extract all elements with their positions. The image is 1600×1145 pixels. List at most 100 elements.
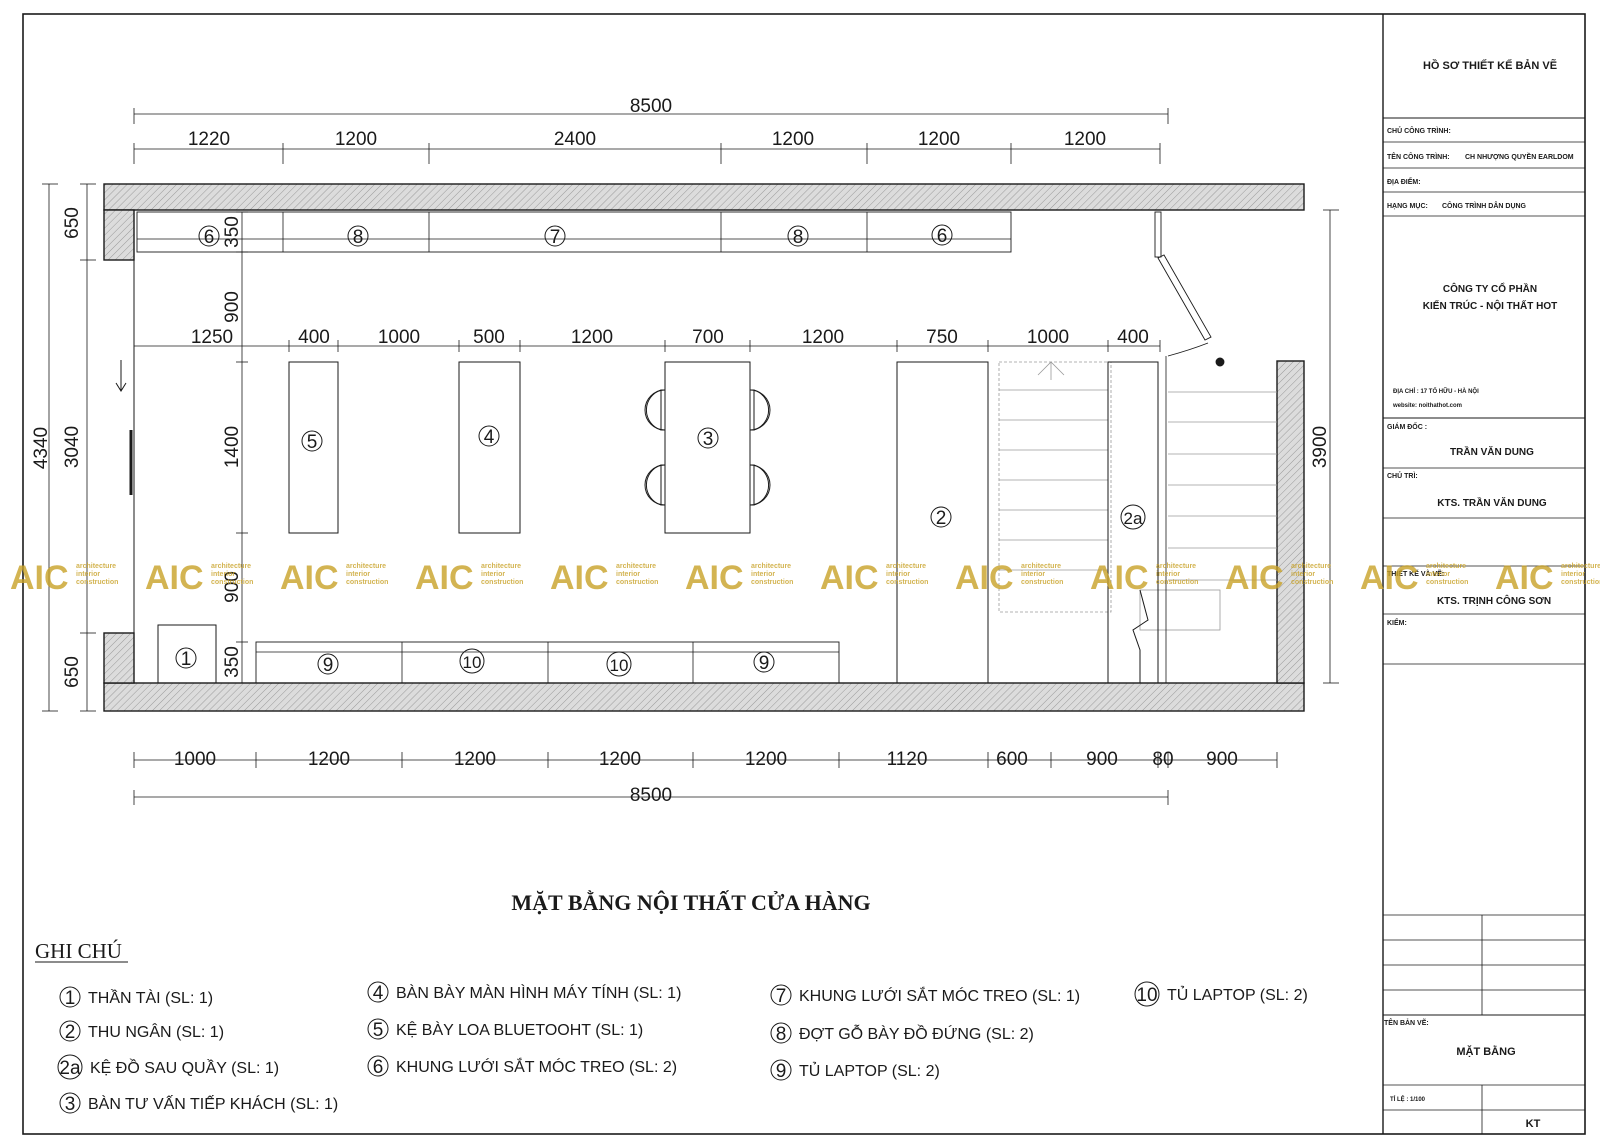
tag-center-4: 2 [930, 506, 952, 529]
dim-left-inner-3: 1400 [222, 426, 243, 468]
legend-number: 5 [373, 1020, 384, 1041]
consultation-table [664, 361, 751, 534]
lead-label: CHỦ TRÌ: [1387, 471, 1418, 480]
watermark-caption: interior [1561, 571, 1585, 578]
bluetooth-speaker-shelf [288, 361, 339, 534]
tag-center-2: 4 [478, 425, 500, 448]
cashier-counter [896, 361, 989, 684]
dim-top-5: 1200 [918, 129, 960, 150]
svg-text:6: 6 [204, 227, 215, 248]
watermark-caption: interior [481, 571, 505, 578]
dim-top-total: 8500 [630, 96, 672, 117]
wall-left-top [103, 209, 135, 261]
watermark-caption: architecture [346, 563, 386, 570]
legend-label: THẦN TÀI (SL: 1) [88, 988, 213, 1007]
dim-bottom-9: 80 [1152, 749, 1173, 770]
legend-number: 2 [65, 1022, 76, 1043]
tag-center-3: 3 [697, 427, 719, 450]
watermark-logo-text: AIC [1090, 559, 1149, 597]
legend-item: 5 KỆ BÀY LOA BLUETOOHT (SL: 1) [367, 1018, 643, 1041]
watermark-logo-text: AIC [1495, 559, 1554, 597]
tag-center-5: 2a [1120, 504, 1146, 530]
tag-bottom-2: 9 [317, 653, 339, 676]
dim-mid-9: 1000 [1027, 327, 1069, 348]
company-address: ĐỊA CHỈ : 17 TỐ HỮU - HÀ NỘI [1393, 387, 1479, 395]
watermark-caption: architecture [751, 563, 791, 570]
watermark-caption: architecture [76, 563, 116, 570]
drawing-title: MẶT BẰNG NỘI THẤT CỬA HÀNG [511, 890, 870, 915]
svg-text:3: 3 [703, 429, 714, 450]
watermark-logo-text: AIC [1225, 559, 1284, 597]
watermark-caption: construction [76, 579, 118, 586]
svg-text:5: 5 [307, 432, 318, 453]
dim-left-inner-4: 900 [222, 571, 243, 603]
legend-number: 1 [65, 988, 76, 1009]
title-block: HỒ SƠ THIẾT KẾ BẢN VẼ CHỦ CÔNG TRÌNH: TÊ… [1382, 14, 1585, 1134]
director-name: TRẦN VĂN DUNG [1450, 445, 1534, 458]
watermark-caption: interior [751, 571, 775, 578]
watermark-caption: architecture [1561, 563, 1600, 570]
computer-display-table [458, 361, 521, 534]
legend-item: 7 KHUNG LƯỚI SẮT MÓC TREO (SL: 1) [770, 984, 1080, 1007]
dimension-labels: 8500 1220 1200 2400 1200 1200 1200 1250 … [31, 96, 1331, 806]
svg-text:4: 4 [484, 427, 495, 448]
legend-label: KHUNG LƯỚI SẮT MÓC TREO (SL: 1) [799, 986, 1080, 1005]
dim-top-4: 1200 [772, 129, 814, 150]
checker-label: KIỂM: [1387, 618, 1407, 627]
wealth-god-altar [157, 624, 217, 684]
watermark-caption: construction [616, 579, 658, 586]
watermark-caption: construction [1291, 579, 1333, 586]
watermark-logo-text: AIC [10, 559, 69, 597]
watermark-caption: interior [76, 571, 100, 578]
legend-label: KỆ ĐỒ SAU QUẦY (SL: 1) [90, 1058, 279, 1077]
legend-number-circle [770, 1059, 792, 1081]
watermark-logo-text: AIC [1360, 559, 1419, 597]
watermark-logo-text: AIC [955, 559, 1014, 597]
dim-mid-5: 1200 [571, 327, 613, 348]
tag-top-2: 8 [347, 225, 369, 248]
legend-number-circle [770, 1022, 792, 1044]
watermark-caption: construction [751, 579, 793, 586]
legend-number: 10 [1136, 985, 1157, 1006]
watermark-caption: interior [211, 571, 235, 578]
watermark-caption: construction [1021, 579, 1063, 586]
legend-label: KỆ BÀY LOA BLUETOOHT (SL: 1) [396, 1020, 643, 1039]
scale-label: TỈ LỆ : 1/100 [1390, 1095, 1426, 1103]
sheet-border [22, 13, 1586, 1135]
tag-bottom-1: 1 [175, 647, 197, 670]
watermark-caption: interior [1291, 571, 1315, 578]
dim-bottom-2: 1200 [308, 749, 350, 770]
watermark-caption: architecture [616, 563, 656, 570]
legend-number-circle [59, 986, 81, 1008]
watermark-logo-text: AIC [820, 559, 879, 597]
tag-top-1: 6 [198, 225, 220, 248]
legend-label: ĐỢT GỖ BÀY ĐỒ ĐỨNG (SL: 2) [799, 1024, 1034, 1043]
legend-number: 6 [373, 1057, 384, 1078]
legend-heading: GHI CHÚ [35, 939, 122, 963]
dim-left-inner-5: 350 [222, 646, 243, 678]
watermark-caption: construction [346, 579, 388, 586]
watermark-logo-text: AIC [685, 559, 744, 597]
watermark-caption: architecture [1426, 563, 1466, 570]
legend-label: KHUNG LƯỚI SẮT MÓC TREO (SL: 2) [396, 1057, 677, 1076]
location-label: ĐỊA ĐIỂM: [1387, 177, 1421, 186]
legend-number: 7 [776, 986, 787, 1007]
watermark-logo-text: AIC [550, 559, 609, 597]
svg-text:10: 10 [463, 653, 482, 672]
dim-left-outer-3: 650 [62, 656, 83, 688]
watermark-caption: interior [1426, 571, 1450, 578]
dim-bottom-5: 1200 [745, 749, 787, 770]
dim-right-total: 3900 [1310, 426, 1331, 468]
watermark-caption: interior [1156, 571, 1180, 578]
legend-number-circle [59, 1092, 81, 1114]
